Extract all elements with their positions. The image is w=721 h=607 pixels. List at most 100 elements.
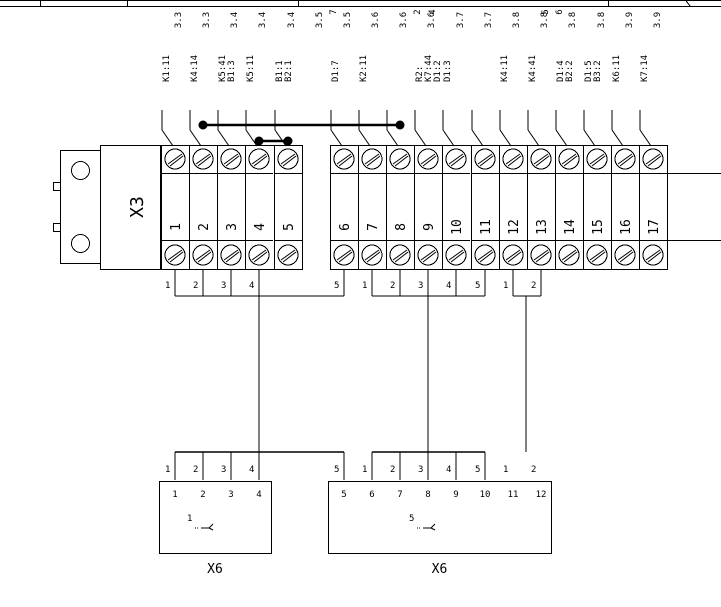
page-reference: 5 bbox=[541, 9, 551, 14]
bus-pin-label: 5 bbox=[334, 465, 339, 475]
wire-label: K4:11 bbox=[500, 55, 510, 82]
screw-icon bbox=[192, 148, 214, 170]
screw-icon bbox=[558, 244, 580, 266]
terminal-number: 12 bbox=[507, 219, 522, 235]
page-reference: 3.8 bbox=[512, 12, 522, 28]
page-reference: 3.7 bbox=[484, 12, 494, 28]
bus-pin-label: 1 bbox=[165, 281, 170, 291]
connector-pin-number: 11 bbox=[508, 490, 519, 500]
screw-icon bbox=[530, 148, 552, 170]
screw-icon bbox=[361, 244, 383, 266]
wire-label: D1:5 bbox=[584, 60, 594, 82]
bus-pin-label: 4 bbox=[249, 465, 254, 475]
terminal-number: 3 bbox=[225, 223, 240, 231]
wire-label: B3:2 bbox=[593, 60, 603, 82]
page-reference: 3.4 bbox=[287, 12, 297, 28]
screw-icon bbox=[277, 148, 299, 170]
screw-icon bbox=[586, 148, 608, 170]
screw-icon bbox=[474, 244, 496, 266]
bus-pin-label: 2 bbox=[531, 281, 536, 291]
terminal-number: 16 bbox=[619, 219, 634, 235]
wire-label: D1:2 bbox=[433, 60, 443, 82]
screw-icon bbox=[389, 148, 411, 170]
connector-x6 bbox=[159, 481, 272, 554]
screw-icon bbox=[333, 148, 355, 170]
terminal-number: 14 bbox=[563, 219, 578, 235]
strip-label: X3 bbox=[127, 196, 148, 218]
bus-pin-label: 2 bbox=[390, 465, 395, 475]
connector-pin-number: 7 bbox=[397, 490, 402, 500]
bus-pin-label: 3 bbox=[221, 281, 226, 291]
screw-icon bbox=[164, 148, 186, 170]
bus-pin-label: 2 bbox=[390, 281, 395, 291]
terminal-number: 17 bbox=[647, 219, 662, 235]
wire-label: D1:3 bbox=[443, 60, 453, 82]
bus-pin-label: 2 bbox=[193, 281, 198, 291]
terminal-number: 15 bbox=[591, 219, 606, 235]
bus-pin-label: 5 bbox=[475, 281, 480, 291]
wire-label: K2:11 bbox=[359, 55, 369, 82]
page-reference: 3.6 bbox=[371, 12, 381, 28]
connector-pin-number: 2 bbox=[200, 490, 205, 500]
wire-label: K4:14 bbox=[190, 55, 200, 82]
connector-pin-number: 9 bbox=[453, 490, 458, 500]
screw-icon bbox=[192, 244, 214, 266]
screw-icon bbox=[277, 244, 299, 266]
page-reference: 2 bbox=[413, 9, 423, 14]
page-reference: 4 bbox=[428, 9, 438, 14]
page-reference: 3.5 bbox=[343, 12, 353, 28]
page-reference: 3.4 bbox=[258, 12, 268, 28]
wire-label: D1:4 bbox=[556, 60, 566, 82]
page-reference: 6 bbox=[555, 9, 565, 14]
wire-label: K7:14 bbox=[640, 55, 650, 82]
terminal-number: 4 bbox=[253, 223, 268, 231]
screw-icon bbox=[614, 148, 636, 170]
bus-pin-label: 3 bbox=[221, 465, 226, 475]
screw-icon bbox=[474, 148, 496, 170]
screw-icon bbox=[248, 244, 270, 266]
wire-label: D1:7 bbox=[331, 60, 341, 82]
end-bracket bbox=[53, 145, 161, 270]
screw-icon bbox=[502, 244, 524, 266]
connector-name: X6 bbox=[207, 562, 223, 577]
bus-pin-label: 2 bbox=[193, 465, 198, 475]
terminal-number: 1 bbox=[169, 223, 184, 231]
screw-icon bbox=[558, 148, 580, 170]
bus-pin-label: 2 bbox=[531, 465, 536, 475]
terminal-number: 13 bbox=[535, 219, 550, 235]
wire-label: K5:11 bbox=[246, 55, 256, 82]
connector-pin-number: 5 bbox=[341, 490, 346, 500]
screw-icon bbox=[164, 244, 186, 266]
bus-pin-label: 4 bbox=[446, 281, 451, 291]
switch-label: 5 bbox=[409, 514, 414, 524]
page-reference: 3.3 bbox=[202, 12, 212, 28]
connector-pin-number: 3 bbox=[228, 490, 233, 500]
wire-label: K1:11 bbox=[162, 55, 172, 82]
connector-pin-number: 1 bbox=[172, 490, 177, 500]
screw-icon bbox=[220, 148, 242, 170]
wire-label: K7:44 bbox=[424, 55, 434, 82]
terminal-number: 11 bbox=[479, 219, 494, 235]
bus-pin-label: 3 bbox=[418, 281, 423, 291]
connector-name: X6 bbox=[432, 562, 448, 577]
page-reference: 3.6 bbox=[399, 12, 409, 28]
connector-pin-number: 12 bbox=[536, 490, 547, 500]
bus-pin-label: 1 bbox=[503, 465, 508, 475]
bus-pin-label: 3 bbox=[418, 465, 423, 475]
page-reference: 3.8 bbox=[597, 12, 607, 28]
screw-icon bbox=[445, 148, 467, 170]
screw-icon bbox=[642, 244, 664, 266]
wire-label: K4:41 bbox=[528, 55, 538, 82]
screw-icon bbox=[614, 244, 636, 266]
terminal-number: 7 bbox=[366, 223, 381, 231]
bus-pin-label: 1 bbox=[503, 281, 508, 291]
terminal-number: 10 bbox=[450, 219, 465, 235]
connector-pin-number: 10 bbox=[480, 490, 491, 500]
screw-icon bbox=[502, 148, 524, 170]
screw-icon bbox=[417, 244, 439, 266]
connector-x6 bbox=[328, 481, 552, 554]
screw-icon bbox=[389, 244, 411, 266]
screw-icon bbox=[530, 244, 552, 266]
screw-icon bbox=[642, 148, 664, 170]
